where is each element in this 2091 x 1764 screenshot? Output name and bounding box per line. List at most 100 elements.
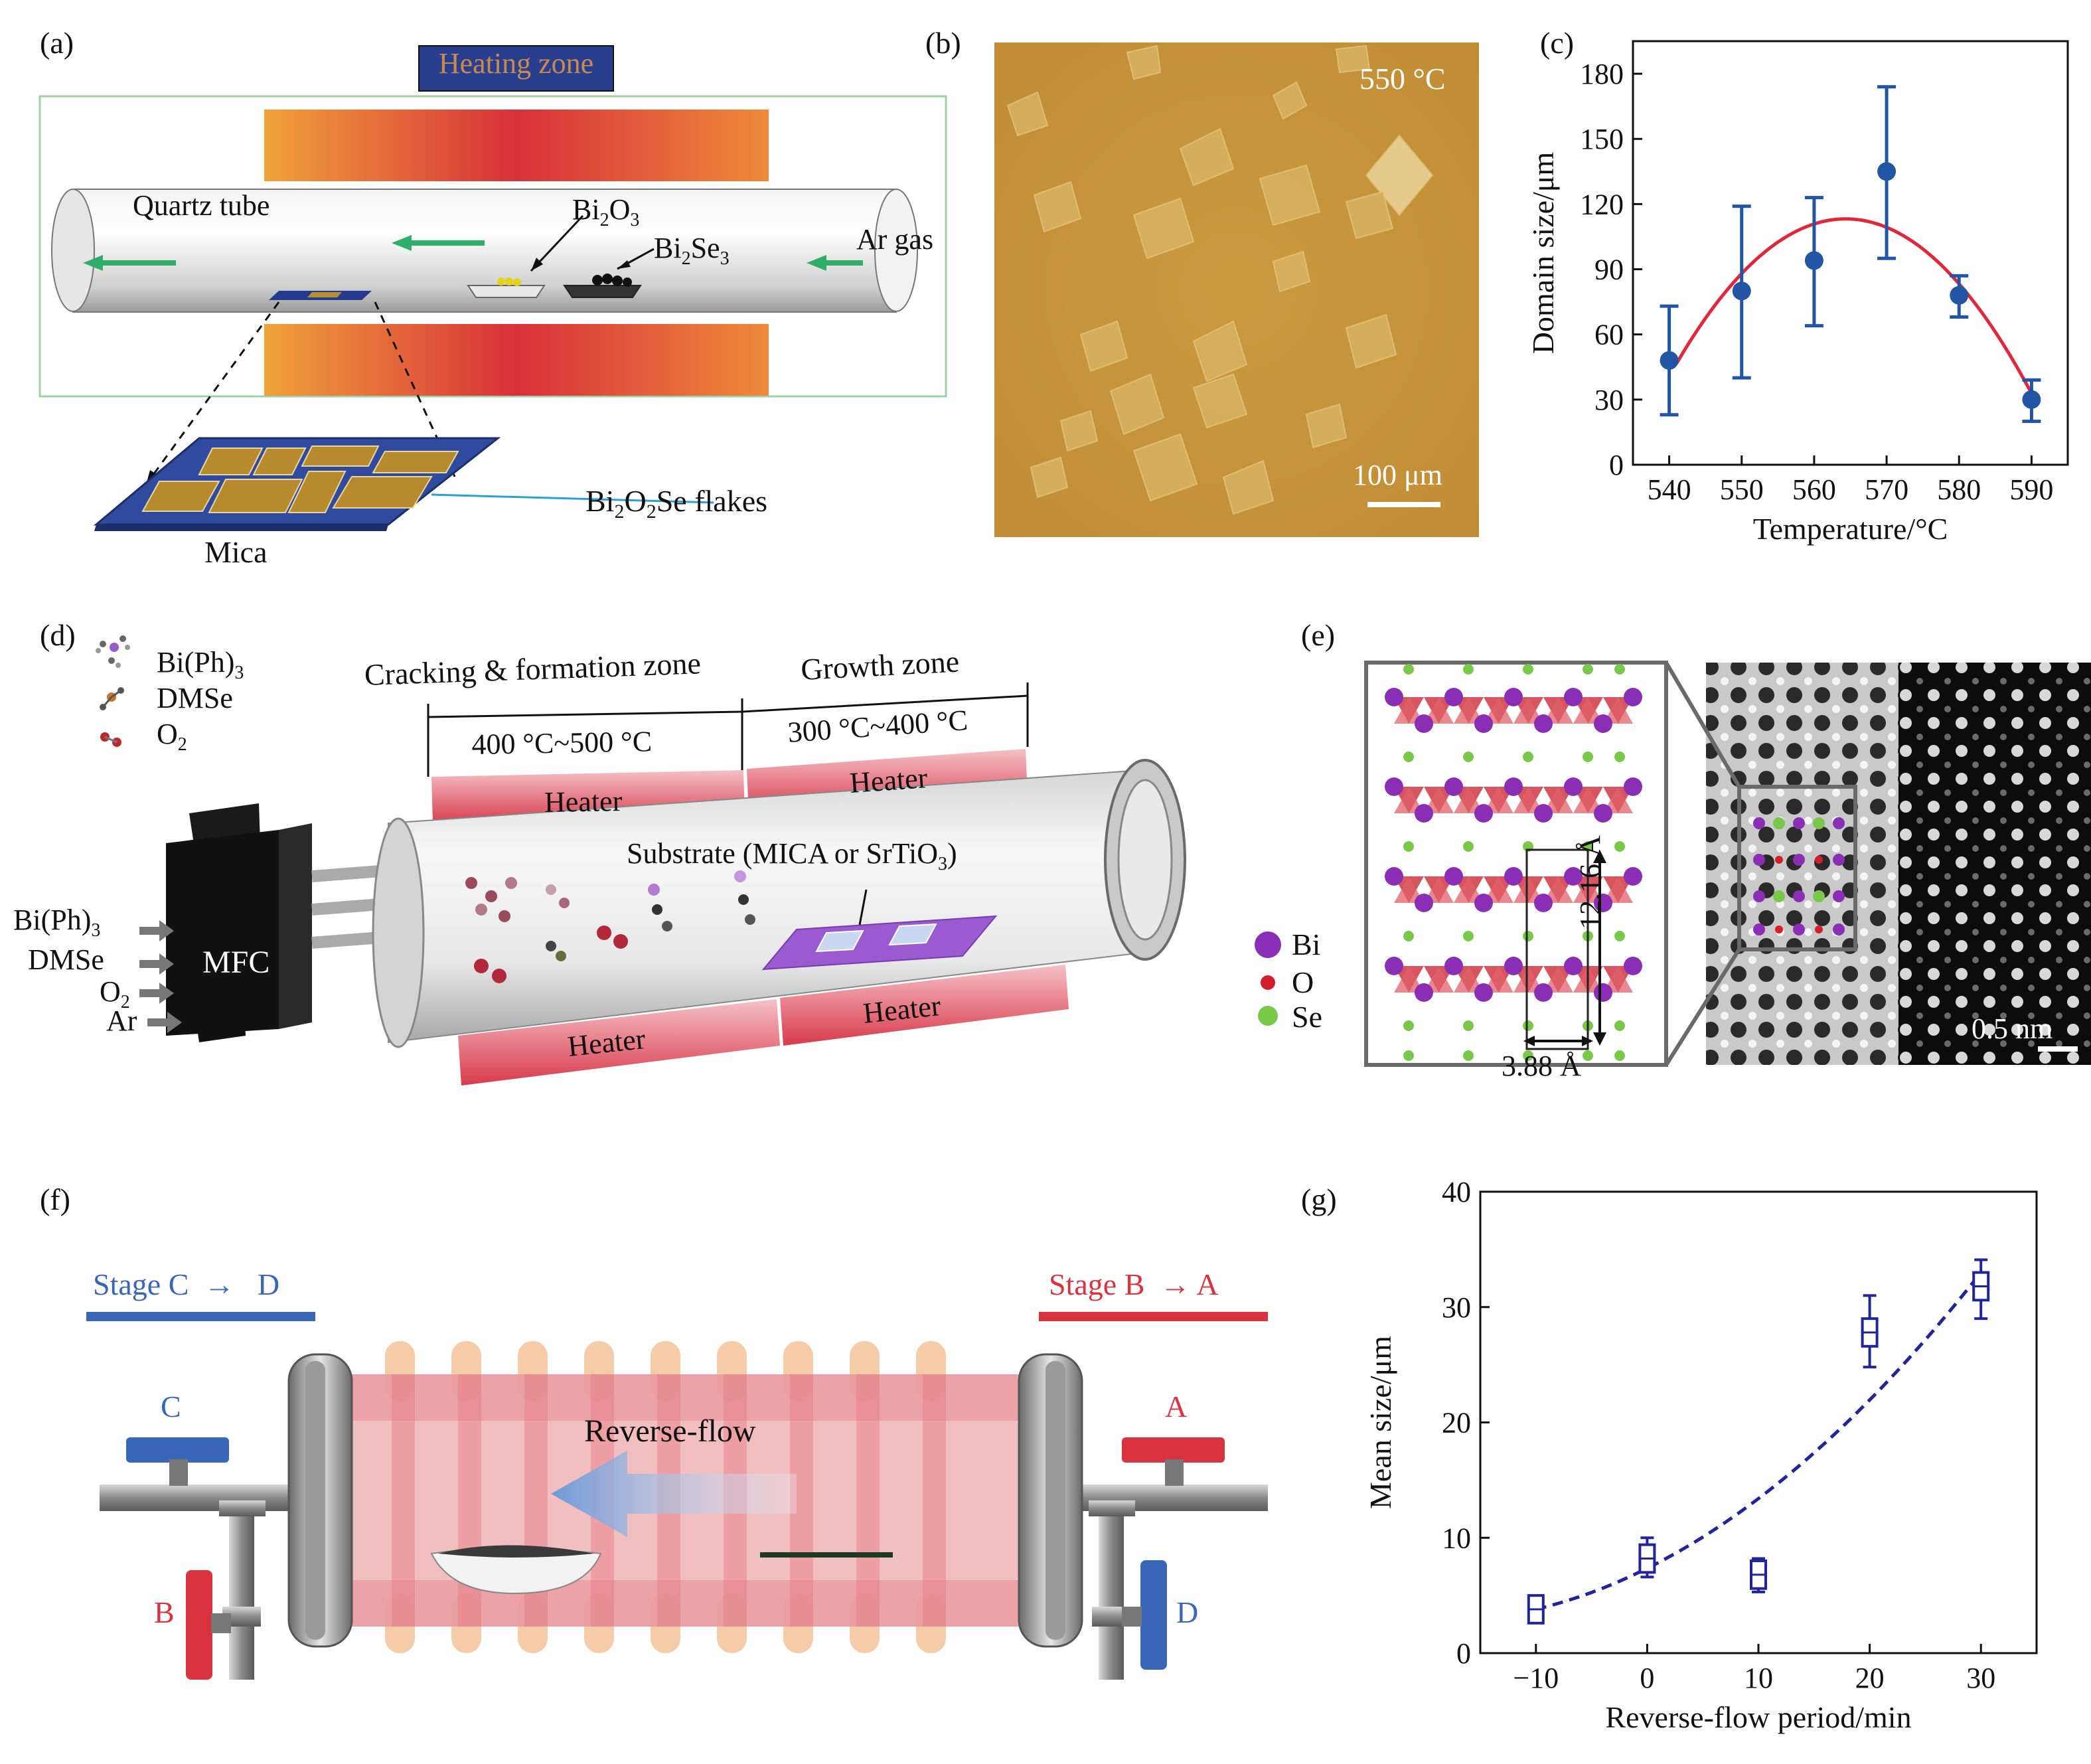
y-tick-label: 90 — [1594, 254, 1624, 286]
bi-atom — [1624, 957, 1642, 975]
y-tick-label: 60 — [1594, 319, 1624, 351]
valve-d[interactable] — [1140, 1560, 1167, 1670]
bi-atom — [1594, 714, 1612, 733]
x-tick-label: 590 — [2009, 473, 2053, 506]
heater-label-1: Heater — [544, 784, 623, 819]
se-atom — [1614, 841, 1625, 852]
valve-b-label: B — [154, 1595, 175, 1629]
y-tick-label: 0 — [1456, 1637, 1471, 1670]
bi-atom — [1504, 777, 1523, 796]
bi-atom — [1474, 894, 1493, 912]
mfc-label: MFC — [202, 945, 270, 980]
panel-g-letter: (g) — [1301, 1182, 1337, 1216]
se-atom — [1463, 1050, 1474, 1061]
zoom-line-right — [374, 301, 456, 477]
bi-atom — [1385, 957, 1403, 975]
bi2o2-tetrahedron — [1513, 787, 1543, 813]
data-point — [1804, 251, 1823, 270]
bi2o2-tetrahedron — [1424, 876, 1454, 903]
data-point — [1732, 281, 1751, 301]
valve-c-label: C — [161, 1390, 181, 1423]
bi-atom — [1474, 983, 1493, 1002]
se-atom — [1463, 664, 1474, 675]
panel-e: (e) — [1195, 598, 2091, 1129]
panel-c-letter: (c) — [1540, 26, 1575, 60]
mica-label: Mica — [204, 535, 268, 569]
bi2o2-tetrahedron — [1513, 966, 1543, 993]
bi2o3-label: Bi2O3 — [572, 193, 640, 230]
quartz-tube-label: Quartz tube — [133, 189, 270, 222]
bi2o2-tetrahedron — [1573, 787, 1603, 813]
bi-atom — [1474, 804, 1493, 823]
tube-left-end — [51, 189, 95, 312]
inset-atom — [1753, 817, 1765, 829]
bi2o3-boat — [467, 285, 546, 298]
right-down-pipe — [1099, 1507, 1124, 1680]
dmse-molecule-icon — [100, 687, 124, 710]
se-atom — [1614, 664, 1625, 675]
inset-atom — [1813, 890, 1825, 902]
se-atom — [1614, 1050, 1625, 1061]
x-tick-label: 0 — [1640, 1662, 1654, 1694]
bi-atom — [1504, 957, 1523, 975]
input-o2: O2 — [100, 975, 130, 1012]
se-atom — [1523, 752, 1533, 762]
valve-c[interactable] — [126, 1437, 229, 1463]
bi-atom — [1624, 688, 1642, 706]
y-axis-label: Domain size/μm — [1526, 152, 1560, 355]
stage-cd-bar — [86, 1312, 315, 1321]
bi-atom — [1444, 957, 1463, 975]
bi-atom — [1564, 867, 1583, 886]
x-tick-label: 560 — [1792, 473, 1836, 506]
structure-frame — [1364, 661, 1668, 1067]
bi-atom — [1534, 804, 1553, 823]
panel-b: (b) — [916, 0, 1513, 584]
substrate-flake — [307, 292, 342, 297]
y-tick-label: 30 — [1442, 1291, 1471, 1324]
se-atom — [1463, 841, 1474, 852]
inset-atom — [1773, 817, 1785, 829]
panel-b-letter: (b) — [925, 26, 961, 60]
valve-d-label: D — [1176, 1595, 1199, 1629]
bi2o2-tetrahedron — [1484, 876, 1513, 903]
bi2o2-tetrahedron — [1543, 876, 1573, 903]
bi-atom — [1415, 894, 1433, 912]
se-atom — [1463, 1020, 1474, 1031]
stage-ba-label: Stage B → A — [1049, 1267, 1219, 1301]
bi2o2-tetrahedron — [1543, 787, 1573, 813]
stem-scale-bar — [2038, 1046, 2078, 1052]
bi2o2-layers — [1385, 664, 1642, 1061]
furnace-schematic — [39, 95, 947, 531]
panel-a-letter: (a) — [40, 26, 74, 60]
ar-gas-label: Ar gas — [856, 223, 934, 256]
panel-d-letter: (d) — [40, 618, 76, 652]
atom-legend — [1255, 931, 1281, 1026]
bi-atom — [1594, 983, 1612, 1002]
y-tick-label: 20 — [1442, 1407, 1471, 1439]
optical-micrograph — [994, 42, 1479, 537]
stem-dark-field — [1898, 663, 2091, 1065]
mfc-block — [166, 803, 312, 1042]
legend-dmse: DMSe — [157, 682, 233, 714]
x-tick-label: 540 — [1648, 473, 1691, 506]
bi-atom — [1534, 714, 1553, 733]
stem-inset-box — [1737, 785, 1857, 951]
bi-atom — [1385, 688, 1403, 706]
valve-a[interactable] — [1122, 1437, 1225, 1463]
legend-bi: Bi — [1292, 927, 1321, 961]
bi2o2-tetrahedron — [1513, 876, 1543, 903]
se-atom — [1583, 664, 1593, 675]
inset-atom — [1753, 890, 1765, 902]
bi-atom — [1415, 714, 1433, 733]
frame-box — [39, 95, 947, 398]
inset-atom — [1793, 923, 1805, 935]
bi-atom — [1444, 777, 1463, 796]
valve-b[interactable] — [186, 1570, 212, 1680]
bi-atom — [1624, 867, 1642, 886]
x-tick-label: 550 — [1720, 473, 1764, 506]
bi2o2-tetrahedron — [1484, 787, 1513, 813]
se-atom — [1614, 931, 1625, 941]
temperature-label: 550 °C — [1359, 62, 1446, 96]
bi2o2se-domains — [1006, 44, 1434, 515]
